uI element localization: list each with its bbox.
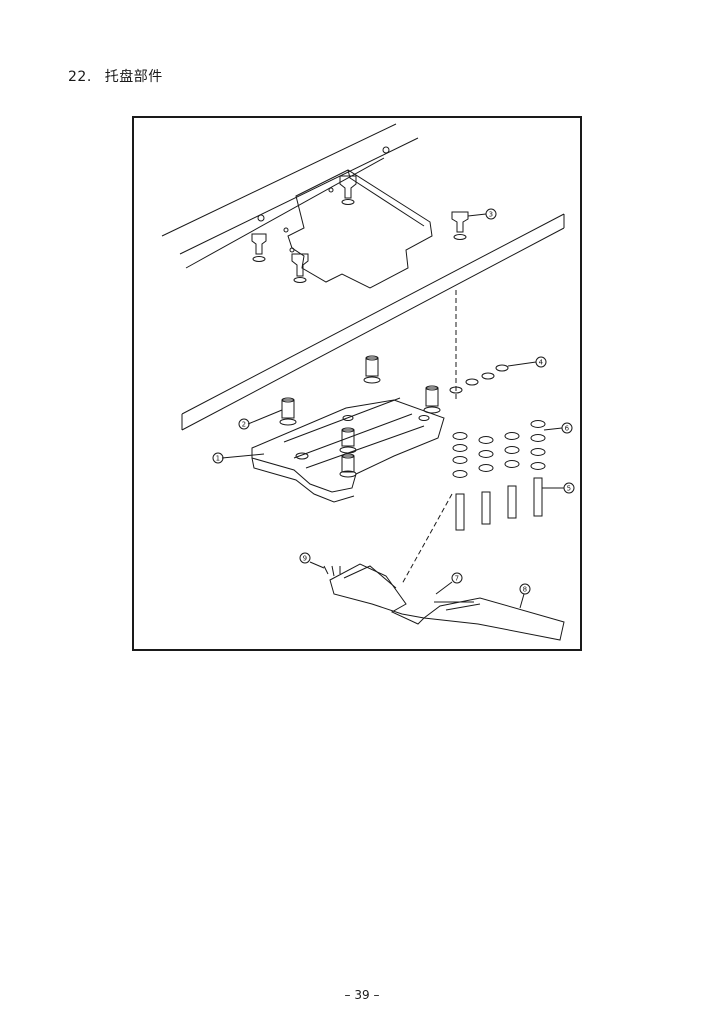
section-heading: 22. 托盘部件 bbox=[68, 66, 163, 86]
table-bolts bbox=[251, 175, 469, 283]
exploded-view-drawing: 1 2 3 4 5 6 7 8 9 bbox=[161, 123, 575, 641]
callouts: 1 2 3 4 5 6 7 8 9 bbox=[212, 208, 575, 609]
exploded-view-figure: 1 2 3 4 5 6 7 8 9 bbox=[132, 116, 582, 651]
table-top bbox=[161, 123, 565, 431]
callout-label: 2 bbox=[242, 421, 246, 429]
callout-label: 9 bbox=[303, 555, 307, 563]
assembly-guide-line bbox=[401, 290, 457, 585]
callout-label: 3 bbox=[489, 211, 493, 219]
page-number: – 39 – bbox=[344, 988, 380, 1002]
section-number: 22. bbox=[68, 69, 92, 85]
callout-label: 6 bbox=[565, 425, 570, 433]
callout-label: 1 bbox=[216, 455, 220, 463]
washer-stacks bbox=[449, 364, 546, 531]
section-title: 托盘部件 bbox=[104, 69, 163, 85]
tray-lower-parts bbox=[323, 563, 565, 641]
callout-label: 8 bbox=[523, 586, 527, 594]
callout-label: 7 bbox=[455, 575, 459, 583]
callout-label: 5 bbox=[567, 485, 571, 493]
tray-base-plate bbox=[251, 355, 445, 503]
callout-label: 4 bbox=[539, 359, 544, 367]
